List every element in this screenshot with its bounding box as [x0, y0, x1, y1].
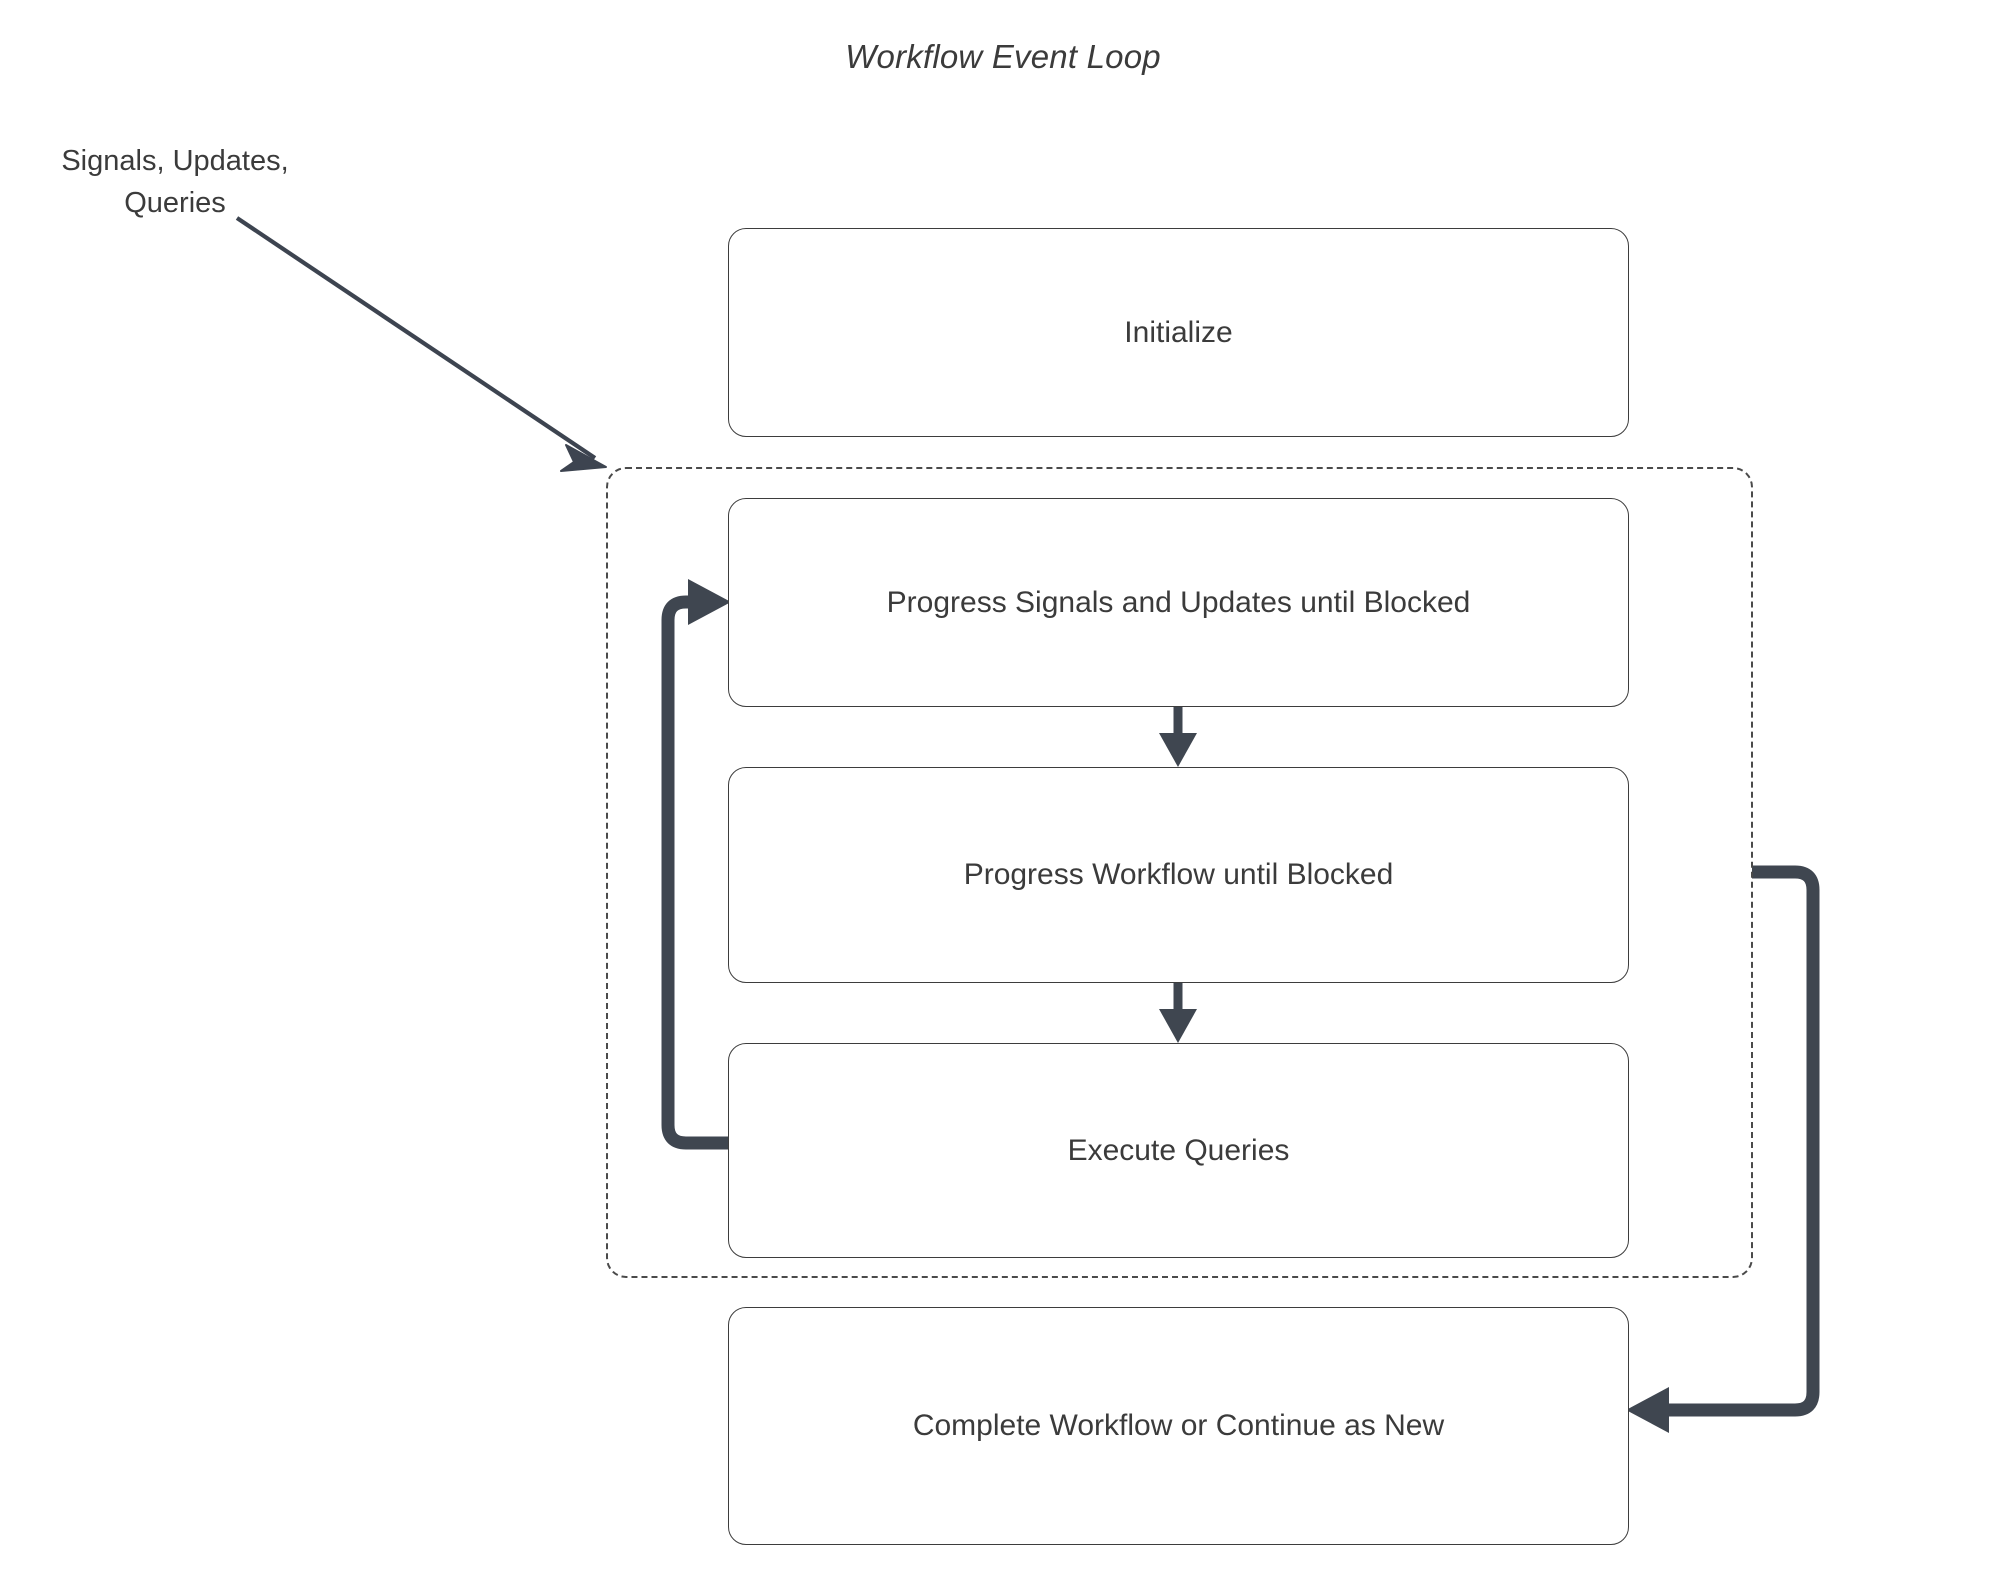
event-loop-group — [606, 467, 1753, 1278]
external-input-label-line2: Queries — [124, 187, 226, 219]
node-complete-workflow-label: Complete Workflow or Continue as New — [912, 1409, 1445, 1442]
node-complete-workflow[interactable]: Complete Workflow or Continue as New — [728, 1307, 1629, 1545]
node-progress-workflow-label: Progress Workflow until Blocked — [963, 858, 1394, 891]
external-input-label-line1: Signals, Updates, — [61, 145, 289, 177]
node-progress-signals-and-updates[interactable]: Progress Signals and Updates until Block… — [728, 498, 1629, 707]
node-execute-queries-label: Execute Queries — [1067, 1133, 1290, 1167]
node-initialize-label: Initialize — [1124, 315, 1233, 349]
edge-external-input-arrow — [235, 216, 607, 472]
node-progress-workflow[interactable]: Progress Workflow until Blocked — [728, 767, 1629, 983]
page-title: Workflow Event Loop — [845, 38, 1161, 75]
node-progress-signals-and-updates-label: Progress Signals and Updates until Block… — [886, 585, 1471, 619]
external-input-label: Signals, Updates, Queries — [30, 140, 320, 224]
node-execute-queries[interactable]: Execute Queries — [728, 1043, 1629, 1258]
node-initialize[interactable]: Initialize — [728, 228, 1629, 437]
